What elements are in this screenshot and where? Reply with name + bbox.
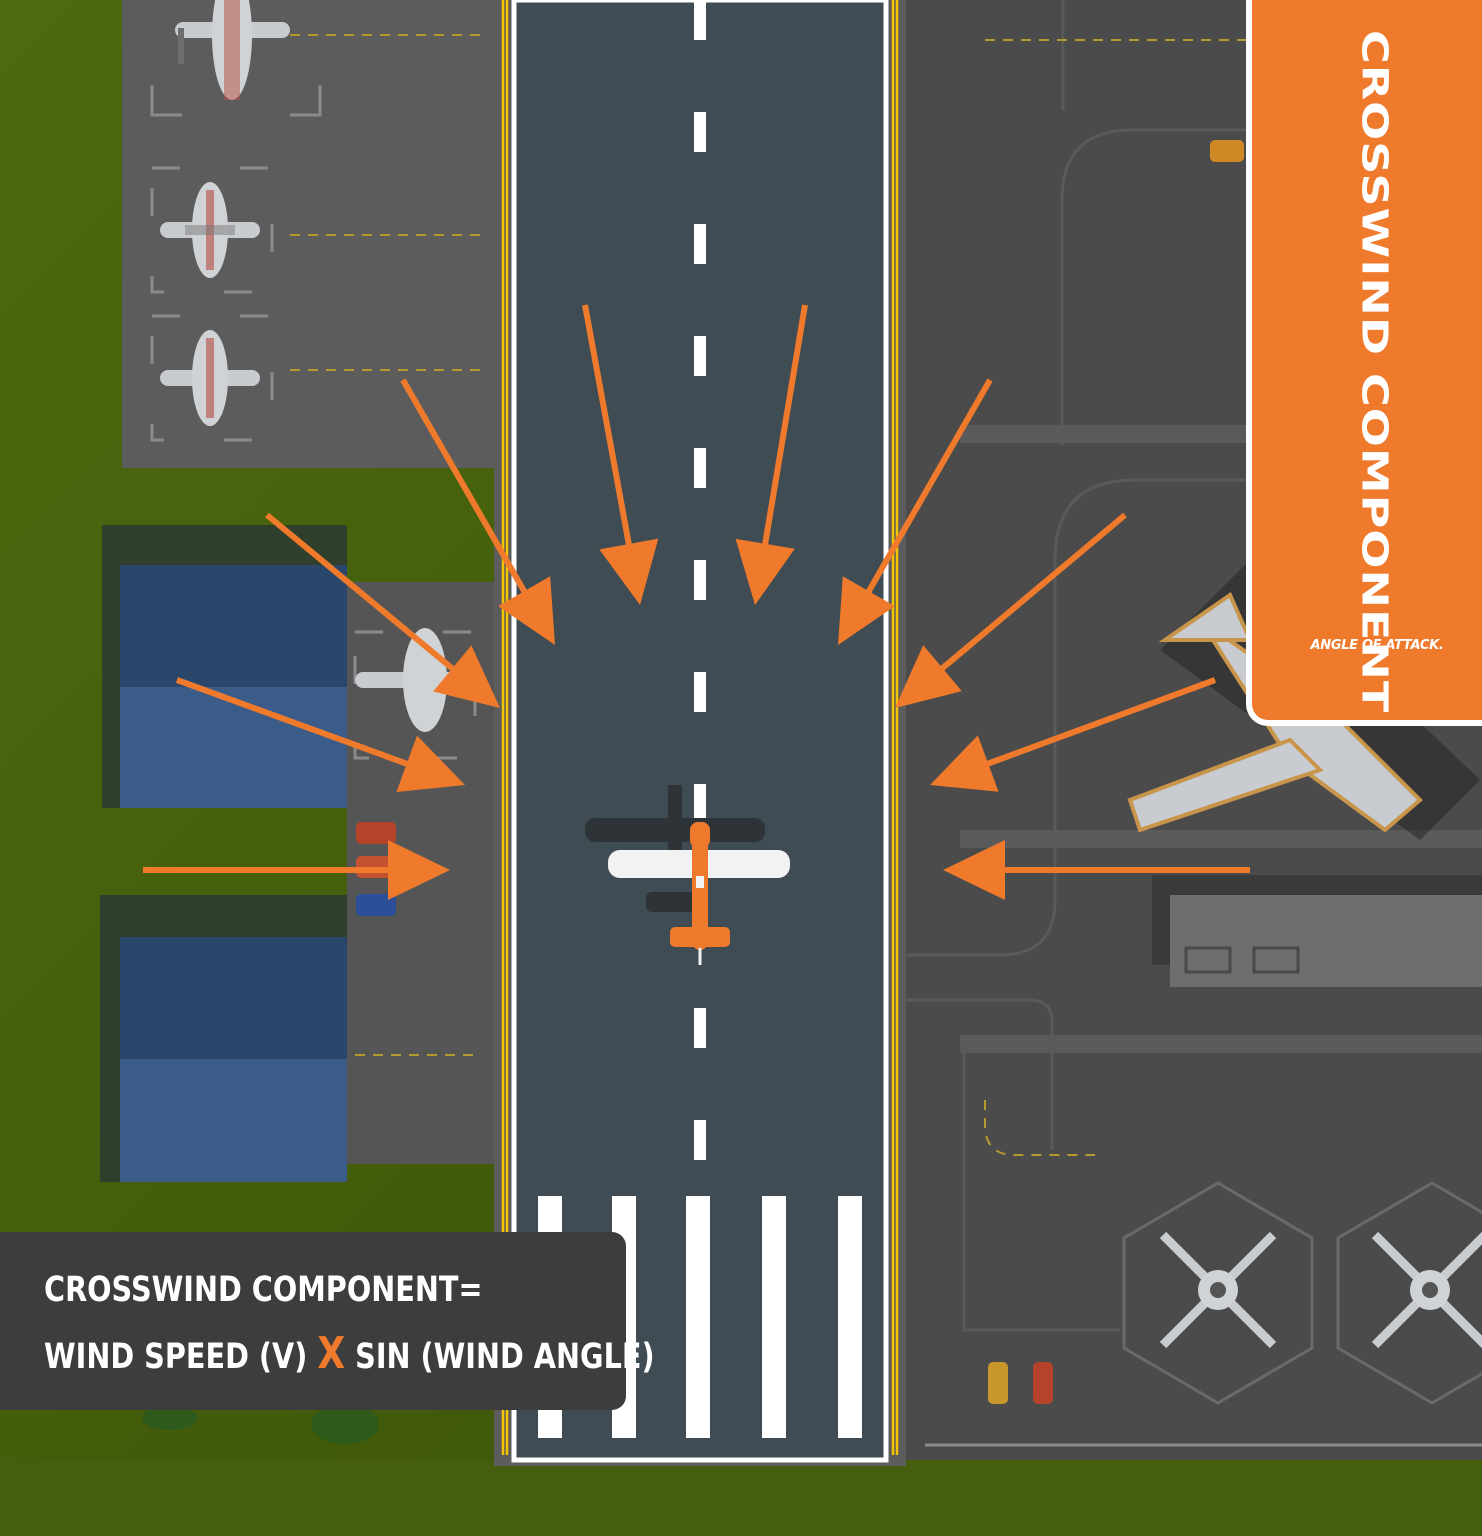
formula-line-1: CROSSWIND COMPONENT= <box>44 1270 483 1310</box>
formula-sin-term: SIN (WIND ANGLE) <box>355 1337 655 1377</box>
wind-arrow-shaft-3 <box>400 378 529 597</box>
trees <box>142 1404 379 1444</box>
airplane-tail <box>670 927 730 947</box>
formula-box <box>0 1232 626 1410</box>
wind-arrow-head-6 <box>895 645 962 708</box>
wind-arrow-shaft-2 <box>761 304 808 549</box>
page-title: CROSSWIND COMPONENT <box>1353 30 1397 714</box>
wind-arrow-head-7 <box>396 735 465 792</box>
wind-arrow-head-5 <box>433 645 500 708</box>
wind-arrow-shaft-8 <box>983 677 1217 768</box>
title-banner <box>1252 0 1482 720</box>
grass-bottom <box>0 1460 1482 1536</box>
parked-plane-2 <box>160 182 260 278</box>
hangar-2 <box>100 895 347 1182</box>
formula-multiply-sign: X <box>317 1328 346 1379</box>
wind-arrow-shaft-4 <box>864 378 993 597</box>
brand-logo: ANGLE OF ATTACK. <box>1310 638 1444 653</box>
wind-arrow-shaft-6 <box>937 512 1127 674</box>
wind-arrow-head-8 <box>930 735 999 792</box>
parked-plane-1 <box>175 0 290 100</box>
hangar-1 <box>102 525 347 808</box>
wind-arrow-shaft-1 <box>582 304 633 549</box>
runway <box>494 0 906 1466</box>
wind-arrow-head-10 <box>943 840 1005 900</box>
wind-arrow-head-9 <box>388 840 450 900</box>
wind-arrow-shaft-7 <box>175 677 412 768</box>
wind-arrow-head-4 <box>838 576 895 645</box>
formula-line-2: WIND SPEED (V) X SIN (WIND ANGLE) <box>44 1328 655 1379</box>
formula-wind-speed: WIND SPEED (V) <box>44 1337 308 1377</box>
helipad-1 <box>1122 1181 1314 1405</box>
wind-arrow-head-3 <box>498 576 555 645</box>
wind-arrow-shaft-5 <box>265 512 458 674</box>
wind-arrow-head-1 <box>599 538 659 605</box>
wind-arrow-head-2 <box>735 538 795 605</box>
helipad-2 <box>1336 1181 1482 1405</box>
airplane <box>585 785 790 965</box>
parked-plane-3 <box>160 330 260 426</box>
wind-arrows <box>143 304 1250 900</box>
